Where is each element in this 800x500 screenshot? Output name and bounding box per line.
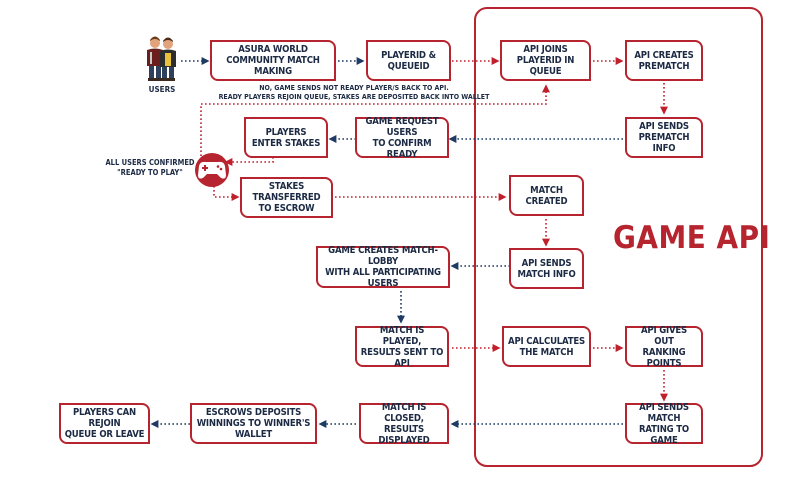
gamepad-icon (195, 153, 229, 187)
box-api-joins-queue: API JOINS PLAYERID IN QUEUE (500, 40, 591, 81)
decline-note: NO, GAME SENDS NOT READY PLAYER/S BACK T… (218, 84, 490, 101)
box-api-sends-match-info: API SENDS MATCH INFO (509, 248, 584, 289)
box-api-ranking-points: API GIVES OUT RANKING POINTS (625, 325, 703, 369)
box-escrows-deposits: ESCROWS DEPOSITS WINNINGS TO WINNER'S WA… (190, 403, 317, 444)
box-community-matchmaking: ASURA WORLD COMMUNITY MATCH MAKING (210, 40, 336, 81)
box-game-creates-lobby: GAME CREATES MATCH-LOBBY WITH ALL PARTIC… (316, 245, 450, 289)
box-match-played: MATCH IS PLAYED, RESULTS SENT TO API (355, 325, 449, 369)
box-api-match-rating: API SENDS MATCH RATING TO GAME (625, 402, 703, 446)
arrow-players-to-controller (224, 153, 274, 166)
box-playerid-queueid: PLAYERID & QUEUEID (366, 40, 451, 81)
users-label: USERS (148, 85, 176, 94)
box-players-rejoin: PLAYERS CAN REJOIN QUEUE OR LEAVE (59, 403, 150, 444)
box-api-calculates: API CALCULATES THE MATCH (502, 326, 591, 367)
box-api-sends-prematch-info: API SENDS PREMATCH INFO (625, 117, 703, 158)
game-api-title: GAME API (613, 220, 771, 256)
box-stakes-transferred: STAKES TRANSFERRED TO ESCROW (240, 177, 333, 218)
arrow-controller-decline (200, 84, 550, 156)
box-players-enter-stakes: PLAYERS ENTER STAKES (244, 117, 328, 158)
controller-label: ALL USERS CONFIRMED "READY TO PLAY" (105, 158, 195, 177)
box-game-request-confirm: GAME REQUEST USERS TO CONFIRM READY (355, 116, 449, 160)
box-match-closed: MATCH IS CLOSED, RESULTS DISPLAYED (359, 402, 449, 446)
box-api-creates-prematch: API CREATES PREMATCH (625, 40, 703, 81)
arrow-controller-to-stakes (213, 182, 240, 201)
box-match-created: MATCH CREATED (509, 175, 584, 216)
two-people-icon (147, 36, 176, 81)
game-api-region (474, 7, 763, 467)
